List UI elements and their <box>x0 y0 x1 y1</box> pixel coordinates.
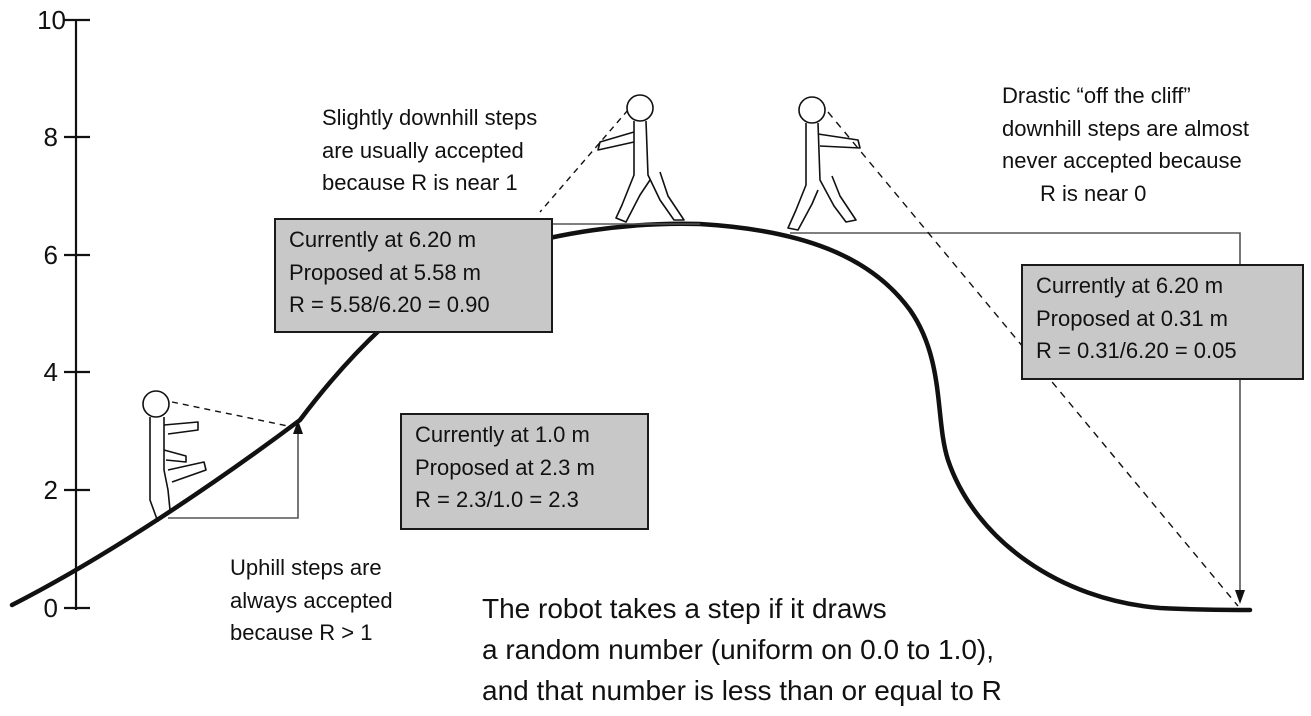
calc-line: Currently at 6.20 m <box>289 227 477 252</box>
calc-line: Proposed at 2.3 m <box>415 454 595 480</box>
calc-line: R = 0.31/6.20 = 0.05 <box>1036 338 1237 363</box>
caption-line: a random number (uniform on 0.0 to 1.0), <box>482 634 995 665</box>
uphill-arrowhead <box>293 420 303 434</box>
note-line: Uphill steps are <box>230 555 382 580</box>
drastic-step-arrow <box>790 232 1241 595</box>
y-axis-ticks <box>64 18 90 610</box>
caption-line: and that number is less than or equal to… <box>482 675 1002 706</box>
calc-line: R = 5.58/6.20 = 0.90 <box>289 292 490 317</box>
calc-line: Proposed at 5.58 m <box>289 259 482 285</box>
note-line: are usually accepted <box>322 137 524 163</box>
calc-line: R = 2.3/1.0 = 2.3 <box>415 487 579 512</box>
terrain-curve <box>9 221 1253 613</box>
calc-box-drastic: Currently at 6.20 m Proposed at 0.31 m R… <box>1021 264 1304 380</box>
calc-box-slight: Currently at 6.20 m Proposed at 5.58 m R… <box>274 218 553 333</box>
uphill-sight-line <box>171 401 289 427</box>
note-line: never accepted because <box>1002 148 1242 173</box>
drastic-note: Drastic “off the cliff” downhill steps a… <box>1002 80 1249 210</box>
uphill-note: Uphill steps are always accepted because… <box>230 552 393 650</box>
note-line: downhill steps are almost <box>1002 115 1250 141</box>
y-tick-label: 8 <box>44 122 58 152</box>
robot-figure-slight <box>597 94 685 223</box>
y-tick-label: 2 <box>44 475 58 505</box>
note-line: because R > 1 <box>230 620 373 645</box>
y-tick-label: 4 <box>44 357 58 387</box>
note-line: Drastic “off the cliff” <box>1002 83 1191 108</box>
robot-figure-uphill <box>142 390 207 523</box>
rule-caption: The robot takes a step if it draws a ran… <box>482 588 1002 711</box>
y-tick-label: 0 <box>44 593 58 623</box>
y-tick-label: 10 <box>37 5 66 35</box>
note-line: R is near 0 <box>1040 180 1147 206</box>
y-tick-label: 6 <box>44 240 58 270</box>
note-line: always accepted <box>230 587 393 613</box>
note-line: Slightly downhill steps <box>322 105 538 130</box>
note-line: because R is near 1 <box>322 170 518 195</box>
uphill-step-arrow <box>168 428 299 519</box>
calc-line: Proposed at 0.31 m <box>1036 305 1229 331</box>
drastic-arrowhead <box>1235 590 1245 604</box>
slight-downhill-note: Slightly downhill steps are usually acce… <box>322 102 537 200</box>
calc-box-uphill: Currently at 1.0 m Proposed at 2.3 m R =… <box>400 413 649 530</box>
robot-figure-drastic <box>787 96 861 231</box>
calc-line: Currently at 6.20 m <box>1036 273 1224 298</box>
y-axis-tick-labels: 0 2 4 6 8 10 <box>37 5 66 623</box>
drastic-sight-line <box>827 111 1239 607</box>
caption-line: The robot takes a step if it draws <box>482 593 887 624</box>
calc-line: Currently at 1.0 m <box>415 422 590 447</box>
slight-sight-line <box>539 109 629 213</box>
